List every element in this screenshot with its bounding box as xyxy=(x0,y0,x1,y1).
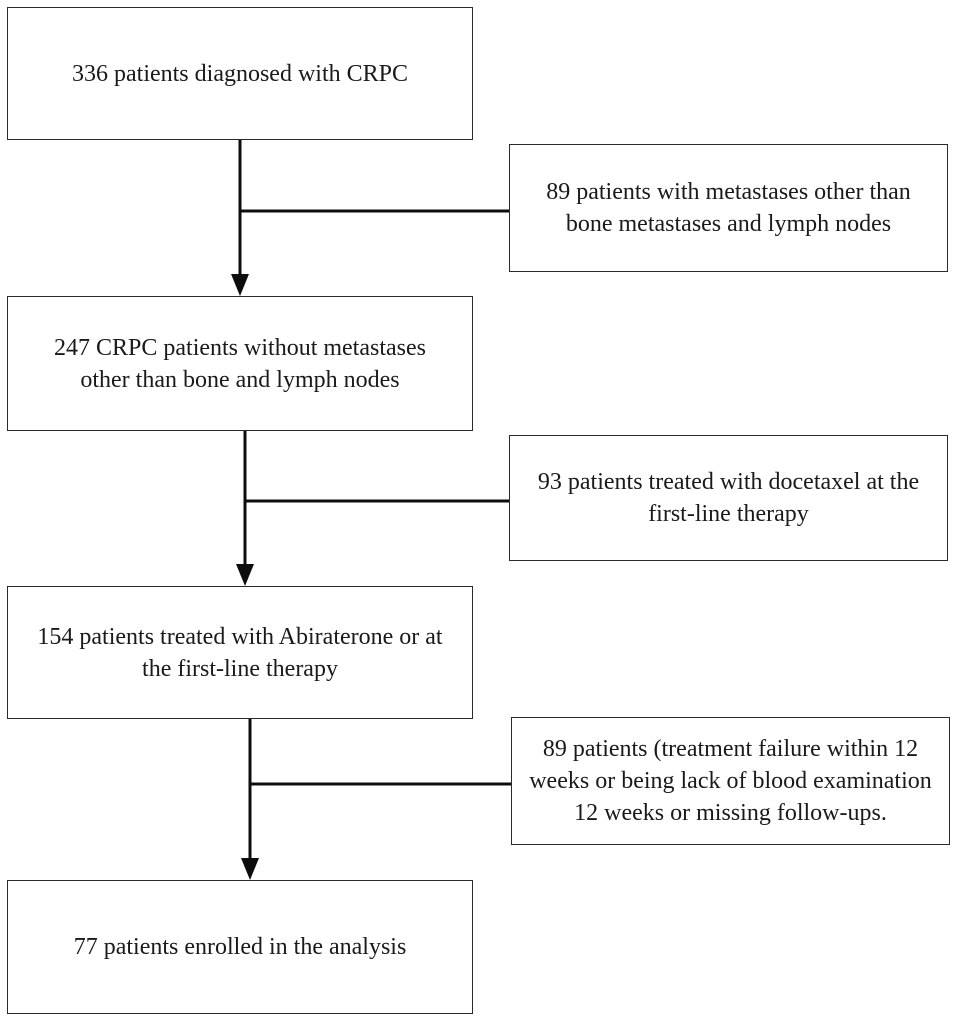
exclusion-text-docetaxel: 93 patients treated with docetaxel at th… xyxy=(537,469,920,527)
exclusion-box-treatment-failure: 89 patients (treatment failure within 12… xyxy=(511,717,950,845)
step-text-treated-abiraterone: 154 patients treated with Abiraterone or… xyxy=(37,623,443,682)
arrowhead-3 xyxy=(241,858,259,880)
exclusion-box-metastases: 89 patients with metastases other than b… xyxy=(509,144,948,272)
step-text-without-metastases: 247 CRPC patients without metastases oth… xyxy=(54,334,426,393)
exclusion-text-treatment-failure: 89 patients (treatment failure within 12… xyxy=(529,736,932,826)
exclusion-text-metastases: 89 patients with metastases other than b… xyxy=(546,179,911,237)
step-box-treated-abiraterone: 154 patients treated with Abiraterone or… xyxy=(7,586,473,719)
step-box-without-metastases: 247 CRPC patients without metastases oth… xyxy=(7,296,473,431)
step-box-enrolled: 77 patients enrolled in the analysis xyxy=(7,880,473,1014)
step-box-diagnosed: 336 patients diagnosed with CRPC xyxy=(7,7,473,140)
exclusion-box-docetaxel: 93 patients treated with docetaxel at th… xyxy=(509,435,948,561)
step-text-diagnosed: 336 patients diagnosed with CRPC xyxy=(72,60,408,87)
arrowhead-1 xyxy=(231,274,249,296)
arrowhead-2 xyxy=(236,564,254,586)
step-text-enrolled: 77 patients enrolled in the analysis xyxy=(73,934,407,960)
